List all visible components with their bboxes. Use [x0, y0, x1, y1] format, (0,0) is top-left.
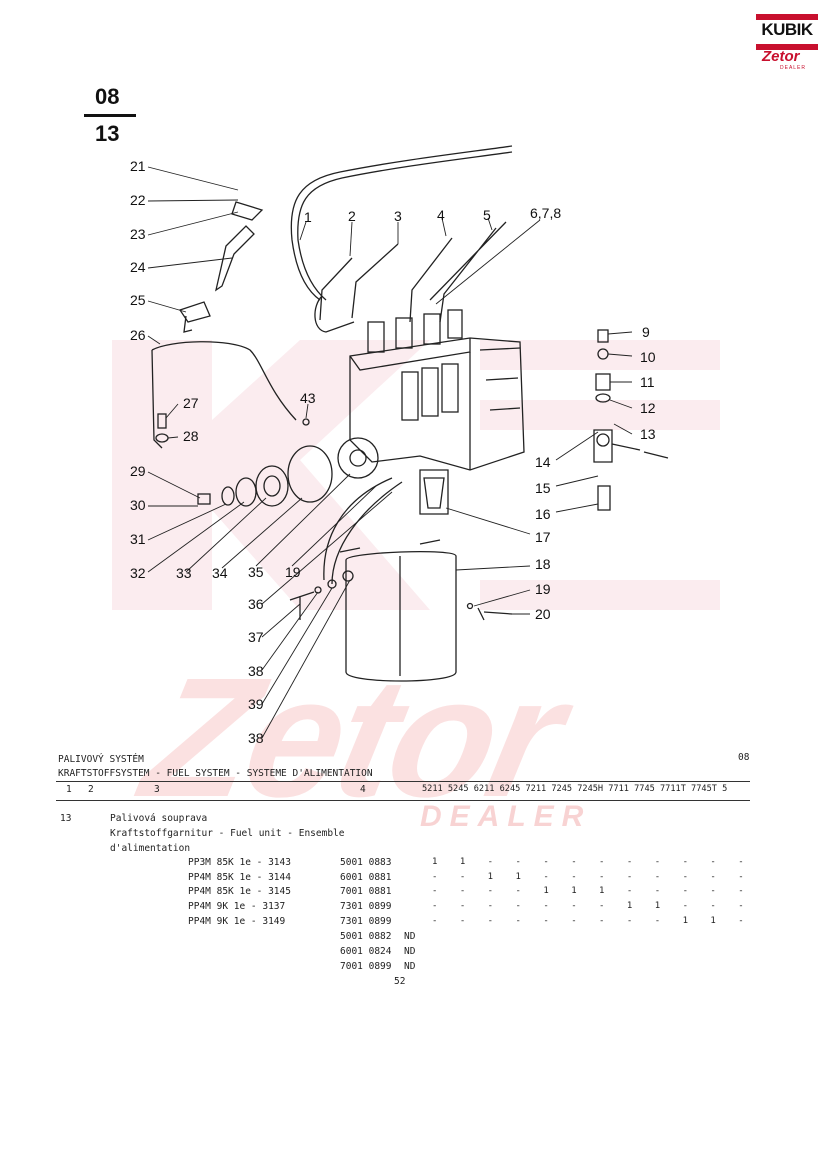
- section-divider: [84, 114, 136, 117]
- table-rule-top: [56, 781, 750, 782]
- brand-sub: Zetor: [762, 48, 800, 65]
- callout-26: 26: [130, 327, 146, 343]
- callout-24: 24: [130, 259, 146, 275]
- callout-28: 28: [183, 428, 199, 444]
- row-type: PP4M 9K 1e - 3149: [188, 916, 286, 927]
- leak-off-pipe: [290, 145, 513, 301]
- table-col-2: 2: [88, 784, 94, 795]
- callout-30: 30: [130, 497, 146, 513]
- callout-32: 32: [130, 565, 146, 581]
- row-qty: - - - - 1 1 1 - - - - -: [432, 886, 744, 896]
- row-type: PP4M 85K 1e - 3145: [188, 886, 291, 897]
- row-part: 6001 0824: [340, 946, 392, 957]
- callout-29: 29: [130, 463, 146, 479]
- row-qty: - - - - - - - 1 1 - - -: [432, 901, 744, 911]
- section-bottom: 13: [95, 121, 120, 146]
- callout-34: 34: [212, 565, 228, 581]
- table-row: 5001 0882 ND: [0, 931, 826, 945]
- table-rule-header: [56, 800, 750, 801]
- row-type: PP4M 85K 1e - 3144: [188, 872, 291, 883]
- row-part: 5001 0882: [340, 931, 392, 942]
- table-row: PP4M 85K 1e - 3144 6001 0881 - - 1 1 - -…: [0, 872, 826, 886]
- section-top: 08: [95, 84, 120, 109]
- callout-4: 4: [437, 207, 445, 223]
- callout-19-left: 19: [285, 564, 301, 580]
- row-qty: - - - - - - - - - 1 1 -: [432, 916, 744, 926]
- brand-logo: KUBIK Zetor DEALER: [756, 14, 818, 72]
- callout-23: 23: [130, 226, 146, 242]
- callout-14: 14: [535, 454, 551, 470]
- table-col-1: 1: [66, 784, 72, 795]
- row-part: 7001 0899: [340, 961, 392, 972]
- row-part: 7001 0881: [340, 886, 392, 897]
- table-title-multi: KRAFTSTOFFSYSTEM - FUEL SYSTEM - SYSTEME…: [58, 768, 373, 779]
- callout-33: 33: [176, 565, 192, 581]
- page-number: 52: [394, 976, 406, 987]
- table-title-cz: PALIVOVÝ SYSTÉM: [58, 754, 144, 765]
- row-type: PP3M 85K 1e - 3143: [188, 857, 291, 868]
- table-desc-multi2: d'alimentation: [110, 843, 191, 854]
- callout-31: 31: [130, 531, 146, 547]
- primer-body: [593, 429, 613, 463]
- injector: [215, 225, 255, 292]
- callout-1: 1: [304, 209, 312, 225]
- fuel-filter: [345, 551, 457, 682]
- callout-38-upper: 38: [248, 663, 264, 679]
- callout-21: 21: [130, 158, 146, 174]
- table-col-4: 4: [360, 784, 366, 795]
- watermark-dealer: DEALER: [420, 800, 592, 833]
- row-qty: 1 1 - - - - - - - - - -: [432, 857, 744, 867]
- callout-9: 9: [642, 324, 650, 340]
- callout-43: 43: [300, 390, 316, 406]
- callout-11: 11: [640, 374, 655, 390]
- table-col-3: 3: [154, 784, 160, 795]
- callout-20: 20: [535, 606, 551, 622]
- callout-27: 27: [183, 395, 199, 411]
- callout-6-7-8: 6,7,8: [530, 205, 562, 221]
- row-part: 5001 0883: [340, 857, 392, 868]
- callout-5: 5: [483, 207, 491, 223]
- callout-35: 35: [248, 564, 264, 580]
- table-row: PP4M 9K 1e - 3137 7301 0899 - - - - - - …: [0, 901, 826, 915]
- callout-25: 25: [130, 292, 146, 308]
- callout-15: 15: [535, 480, 551, 496]
- table-item-no: 13: [60, 813, 72, 824]
- table-desc-cz: Palivová souprava: [110, 813, 208, 824]
- row-part: 7301 0899: [340, 901, 392, 912]
- table-row: PP3M 85K 1e - 3143 5001 0883 1 1 - - - -…: [0, 857, 826, 871]
- callout-12: 12: [640, 400, 656, 416]
- row-nd: ND: [404, 961, 416, 972]
- callout-17: 17: [535, 529, 551, 545]
- callout-22: 22: [130, 192, 146, 208]
- table-row: 7001 0899 ND: [0, 961, 826, 975]
- row-part: 7301 0899: [340, 916, 392, 927]
- table-section-ref: 08: [738, 752, 750, 763]
- callout-18: 18: [535, 556, 551, 572]
- callout-2: 2: [348, 208, 356, 224]
- row-qty: - - 1 1 - - - - - - - -: [432, 872, 744, 882]
- callout-19-right: 19: [535, 581, 551, 597]
- callout-37: 37: [248, 629, 264, 645]
- callout-16: 16: [535, 506, 551, 522]
- callout-13: 13: [640, 426, 656, 442]
- row-nd: ND: [404, 946, 416, 957]
- row-part: 6001 0881: [340, 872, 392, 883]
- table-row: PP4M 9K 1e - 3149 7301 0899 - - - - - - …: [0, 916, 826, 930]
- callout-3: 3: [394, 208, 402, 224]
- brand-tag: DEALER: [780, 65, 807, 71]
- row-type: PP4M 9K 1e - 3137: [188, 901, 286, 912]
- table-col-models: 5211 5245 6211 6245 7211 7245 7245H 7711…: [422, 784, 728, 794]
- row-nd: ND: [404, 931, 416, 942]
- fuel-system-diagram: [147, 145, 669, 739]
- brand-name: KUBIK: [761, 20, 813, 39]
- callout-38-lower: 38: [248, 730, 264, 746]
- table-row: 6001 0824 ND: [0, 946, 826, 960]
- table-desc-multi: Kraftstoffgarnitur - Fuel unit - Ensembl…: [110, 828, 345, 839]
- callout-36: 36: [248, 596, 264, 612]
- callout-10: 10: [640, 349, 656, 365]
- table-row: PP4M 85K 1e - 3145 7001 0881 - - - - 1 1…: [0, 886, 826, 900]
- callout-39: 39: [248, 696, 264, 712]
